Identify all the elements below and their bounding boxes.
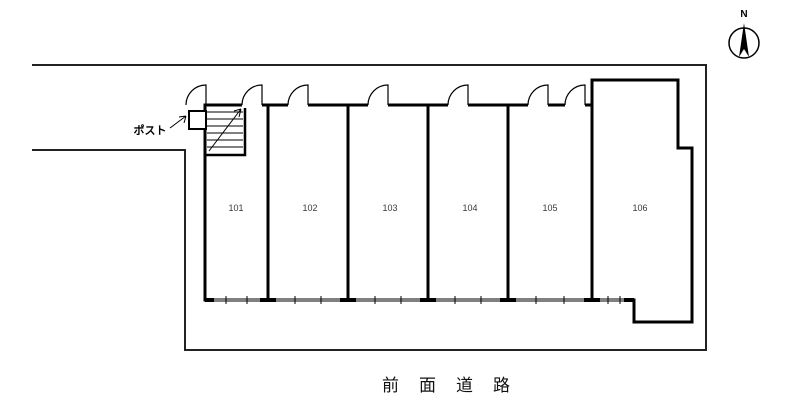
door-gap (242, 102, 262, 108)
door-arc-106 (564, 84, 586, 106)
door-arc-entrance (185, 84, 207, 106)
post-pointer-arrow (169, 115, 187, 129)
unit-label-104: 104 (462, 203, 477, 213)
stairs-outline (203, 103, 247, 157)
unit-label-102: 102 (302, 203, 317, 213)
unit-106-outline (590, 78, 694, 324)
stairs-treads (207, 111, 243, 148)
door-arc-103 (367, 84, 389, 106)
door-arc-105 (527, 84, 549, 106)
window-glazing-line (205, 298, 634, 302)
post-label: ポスト (134, 123, 167, 137)
door-gap (368, 102, 388, 108)
post-box-symbol (188, 110, 207, 130)
compass-north-label: N (740, 9, 747, 20)
door-gaps (242, 102, 585, 108)
stairs (203, 103, 247, 157)
door-arc-101 (241, 84, 263, 106)
site-boundary-line (32, 64, 707, 351)
unit-label-105: 105 (542, 203, 557, 213)
site-boundary (32, 64, 707, 351)
door-arcs (185, 84, 586, 106)
unit-label-103: 103 (382, 203, 397, 213)
stairs-direction-arrow (208, 108, 242, 152)
door-gap (528, 102, 548, 108)
door-gap (288, 102, 308, 108)
front-road-label: 前面道路 (382, 376, 530, 395)
door-arc-104 (447, 84, 469, 106)
unit-label-101: 101 (228, 203, 243, 213)
unit-label-106: 106 (632, 203, 647, 213)
door-gap (565, 102, 585, 108)
compass-needle (739, 23, 749, 57)
door-arc-102 (287, 84, 309, 106)
building-walls (203, 78, 694, 324)
window-mullion-tick (225, 296, 621, 304)
unit-labels: 101 102 103 104 105 106 (228, 203, 647, 213)
post-box (169, 110, 207, 130)
door-gap (448, 102, 468, 108)
window-wall (205, 296, 634, 304)
north-compass-icon: N (728, 9, 760, 59)
